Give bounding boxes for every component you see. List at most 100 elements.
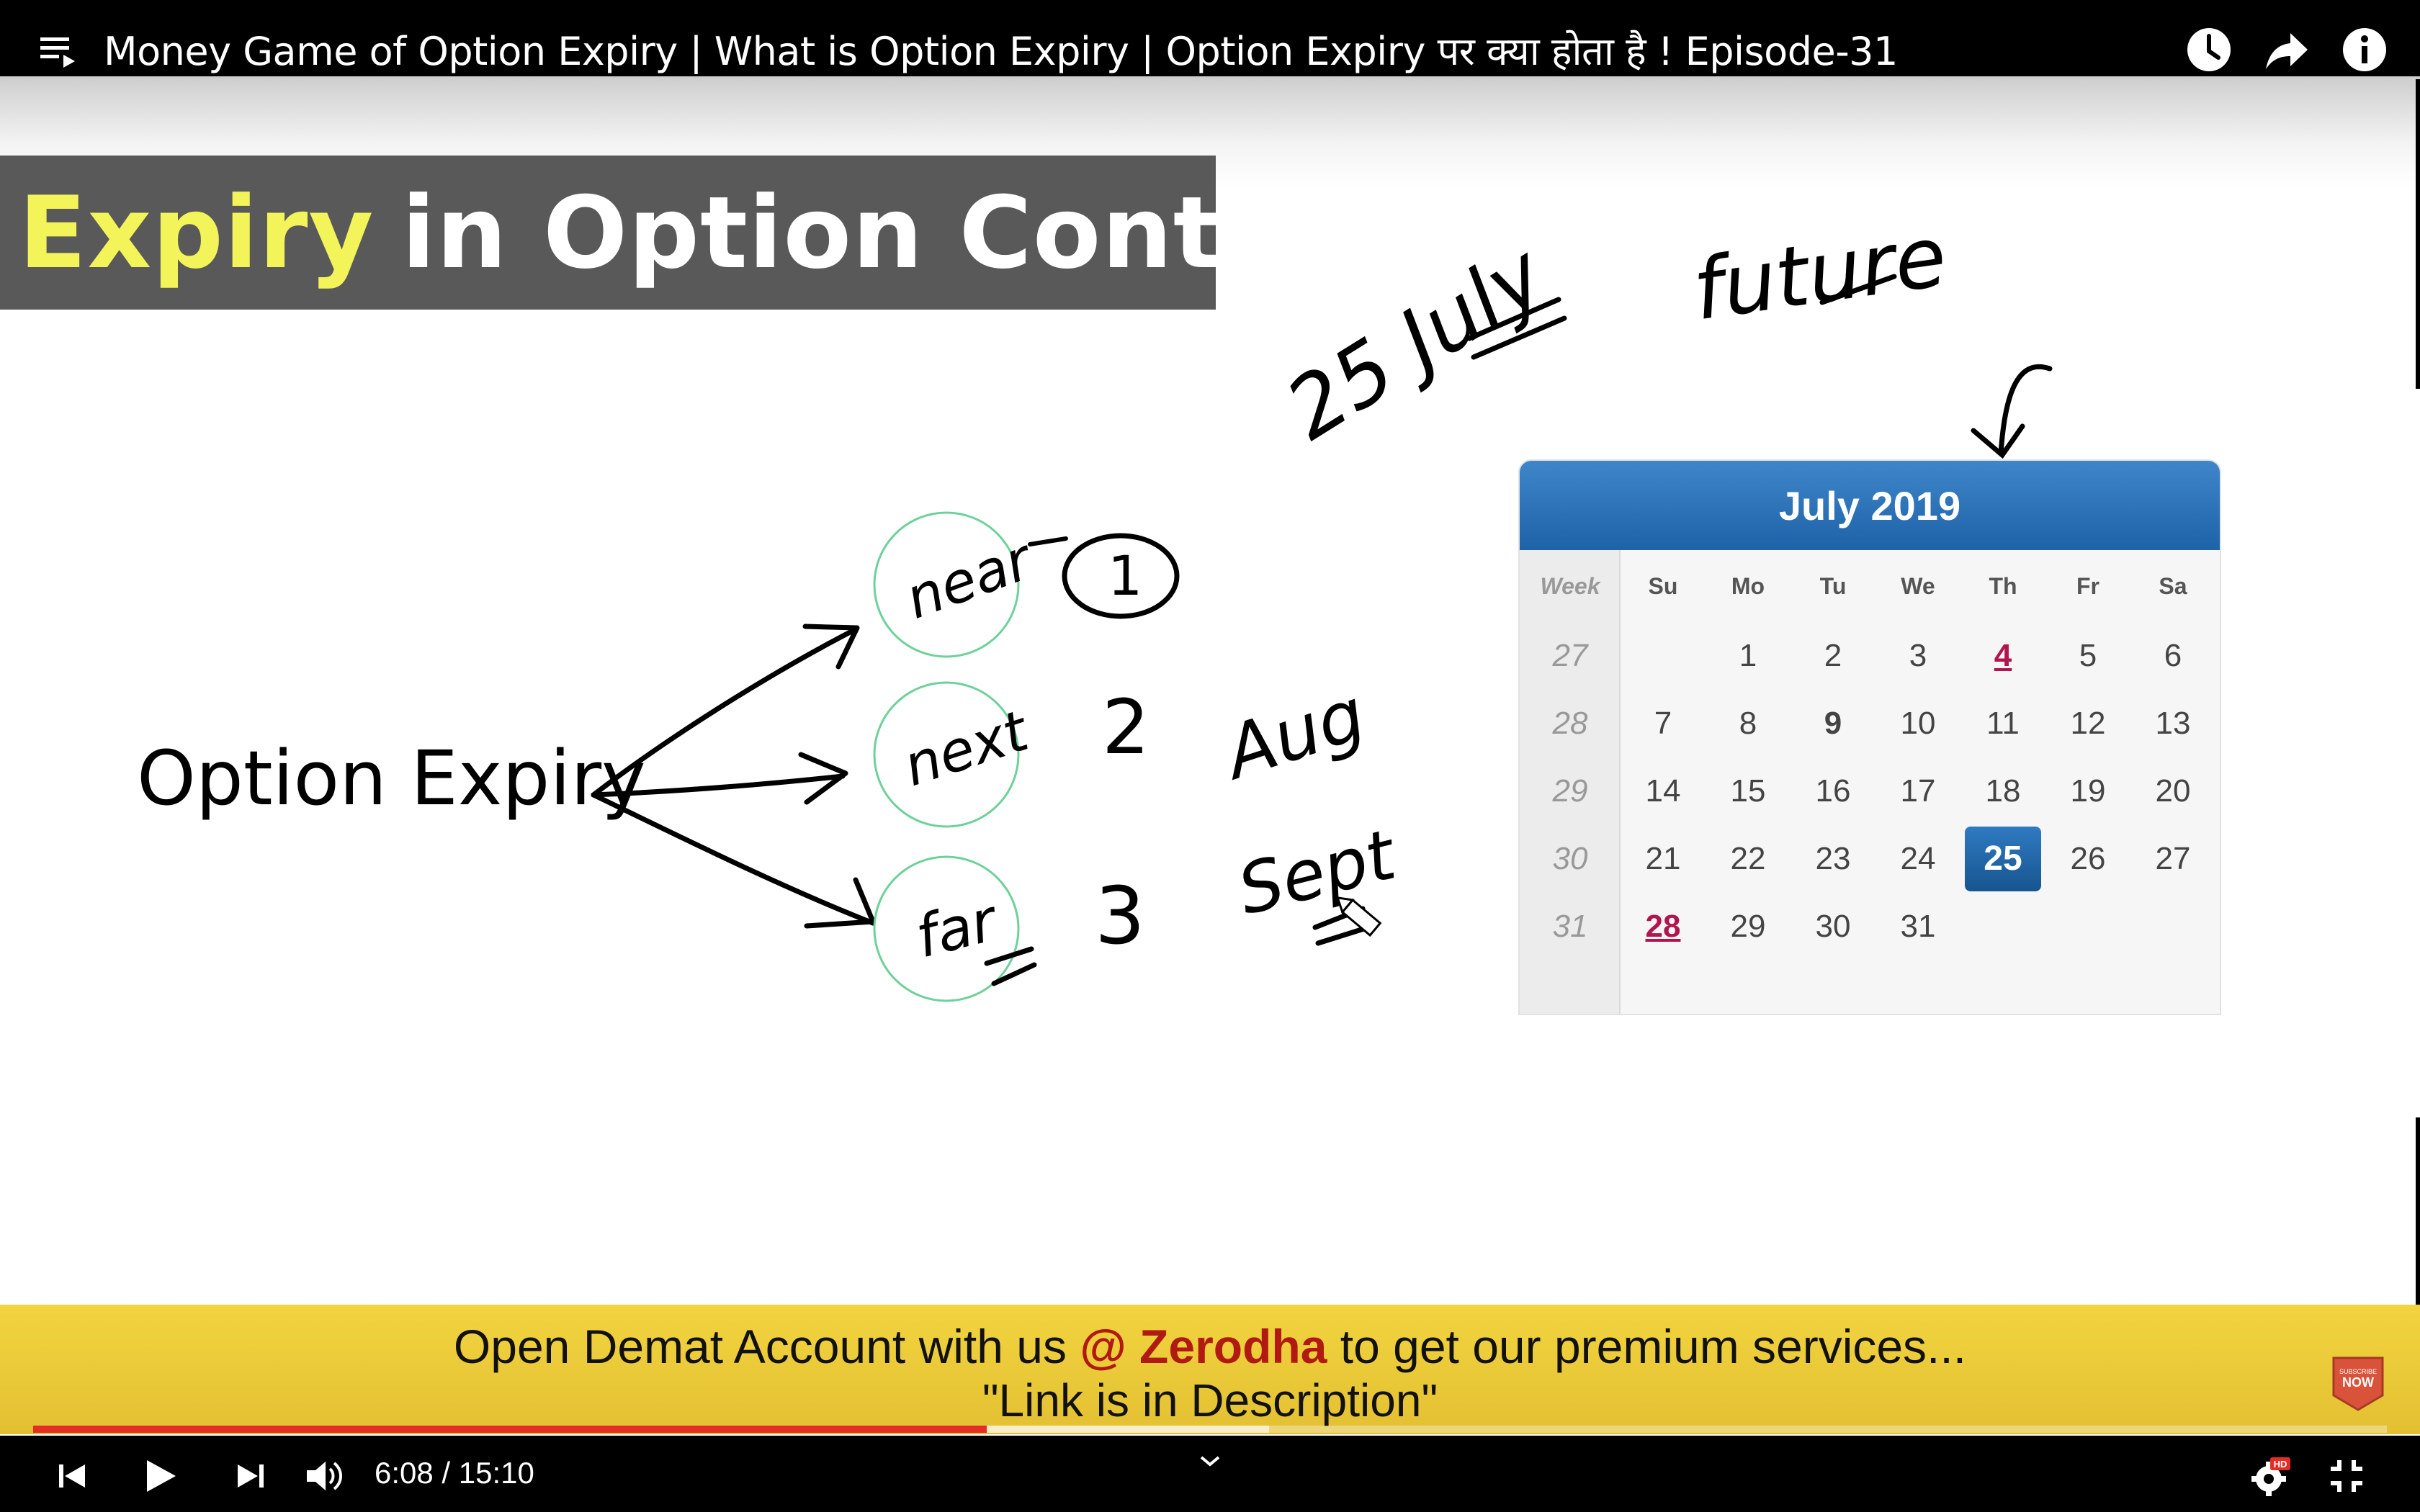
calendar-day[interactable]: 28: [1645, 909, 1681, 944]
calendar-day[interactable]: 13: [2155, 706, 2191, 741]
calendar-day[interactable]: 30: [1815, 909, 1851, 944]
calendar-day[interactable]: 7: [1654, 706, 1672, 741]
calendar-week-row: 27 1 2 3 4 5 6: [1520, 622, 2220, 690]
week-number: 29: [1552, 773, 1588, 809]
handwriting-date-note: 25 July: [1270, 226, 1562, 459]
calendar-day[interactable]: 8: [1739, 706, 1757, 741]
calendar-week-row: 29 14 15 16 17 18 19 20: [1520, 757, 2220, 825]
week-number: 31: [1552, 909, 1588, 944]
calendar-day[interactable]: 4: [1994, 638, 2012, 673]
chevron-down-icon[interactable]: [1196, 1452, 1224, 1470]
calendar-day[interactable]: 12: [2070, 706, 2106, 741]
time-display: 6:08 / 15:10: [375, 1456, 534, 1490]
play-icon[interactable]: [138, 1454, 182, 1498]
ad-suffix: to get our premium services...: [1327, 1320, 1967, 1373]
ad-line-1: Open Demat Account with us @ Zerodha to …: [0, 1319, 2420, 1374]
week-number: 30: [1552, 841, 1588, 876]
calendar-week-column: [1520, 550, 1621, 1014]
calendar-day[interactable]: 18: [1985, 773, 2021, 809]
calendar-day[interactable]: 31: [1900, 909, 1936, 944]
calendar-day[interactable]: 14: [1645, 773, 1681, 809]
calendar-week-row: 31 28 29 30 31: [1520, 893, 2220, 960]
frame-edge: [2416, 79, 2420, 389]
calendar-day[interactable]: 17: [1900, 773, 1936, 809]
calendar-header-row: Week Su Mo Tu We Th Fr Sa: [1520, 550, 2220, 622]
handwriting-aug: Aug: [1211, 672, 1375, 796]
volume-icon[interactable]: [302, 1454, 346, 1498]
calendar-day[interactable]: 10: [1900, 706, 1936, 741]
arrow-to-far: [591, 792, 876, 926]
day-header: Tu: [1819, 572, 1847, 599]
previous-icon[interactable]: [52, 1454, 95, 1498]
calendar-day[interactable]: 23: [1815, 841, 1851, 876]
playlist-icon[interactable]: [39, 35, 76, 69]
day-header: Fr: [2076, 572, 2099, 599]
handwriting-num-3: 3: [1095, 870, 1145, 962]
slide-heading-highlight: Expiry: [19, 174, 375, 291]
handwriting-next: next: [896, 698, 1037, 799]
calendar-day[interactable]: 16: [1815, 773, 1851, 809]
day-header: Th: [1989, 572, 2017, 599]
option-expiry-label: Option Expiry: [137, 734, 646, 822]
calendar-day[interactable]: 26: [2070, 841, 2106, 876]
day-header: Sa: [2159, 572, 2187, 599]
ad-prefix: Open Demat Account with us: [453, 1320, 1080, 1373]
player-controls: [0, 1436, 2420, 1512]
ad-banner[interactable]: Open Demat Account with us @ Zerodha to …: [0, 1305, 2420, 1434]
calendar-day[interactable]: 24: [1900, 841, 1936, 876]
handwriting-future: future: [1688, 208, 1953, 340]
subscribe-badge-line2: NOW: [2342, 1375, 2374, 1390]
day-header: Mo: [1731, 572, 1765, 599]
day-header: We: [1901, 572, 1935, 599]
calendar-day[interactable]: 20: [2155, 773, 2191, 809]
progress-played[interactable]: [33, 1426, 987, 1433]
near-circle: [873, 511, 1020, 658]
calendar-month-title: July 2019: [1520, 461, 2220, 550]
calendar-day[interactable]: 6: [2164, 638, 2182, 673]
arrow-to-near: [591, 626, 859, 798]
calendar-day[interactable]: 2: [1824, 638, 1842, 673]
week-number: 27: [1552, 638, 1588, 673]
frame-edge: [2416, 1117, 2420, 1305]
pencil-icon: [1335, 896, 1382, 937]
settings-icon[interactable]: HD: [2249, 1454, 2292, 1498]
calendar-day[interactable]: 27: [2155, 841, 2191, 876]
calendar-day[interactable]: 29: [1730, 909, 1766, 944]
hd-badge: HD: [2274, 1459, 2287, 1470]
calendar-day[interactable]: 1: [1739, 638, 1757, 673]
info-icon[interactable]: [2341, 26, 2388, 73]
calendar-day[interactable]: 11: [1986, 706, 2020, 741]
slide-heading-text: in Option Contract: [401, 174, 1447, 291]
arrow-to-next: [591, 773, 846, 798]
calendar-day[interactable]: 21: [1645, 841, 1681, 876]
handwriting-far: far: [909, 886, 1005, 971]
calendar-day[interactable]: 9: [1824, 706, 1842, 741]
calendar-day[interactable]: 15: [1730, 773, 1766, 809]
calendar-day[interactable]: 5: [2079, 638, 2097, 673]
calendar-day-selected[interactable]: 25: [1960, 827, 2045, 891]
handwriting-near: near: [897, 526, 1043, 632]
subscribe-now-badge[interactable]: SUBSCRIBE NOW: [2331, 1354, 2385, 1411]
exit-fullscreen-icon[interactable]: [2325, 1454, 2368, 1498]
share-icon[interactable]: [2263, 26, 2311, 73]
calendar-day[interactable]: 3: [1909, 638, 1927, 673]
day-header: Su: [1648, 572, 1678, 599]
selected-day-label: 25: [1965, 827, 2041, 891]
handwriting-sept: Sept: [1230, 814, 1404, 930]
calendar-week-row: 30 21 22 23 24 25 26 27: [1520, 825, 2220, 893]
handwriting-num-2: 2: [1102, 683, 1150, 771]
far-circle: [873, 855, 1020, 1002]
video-title[interactable]: Money Game of Option Expiry | What is Op…: [104, 29, 1898, 74]
week-header: Week: [1540, 572, 1600, 599]
video-title-bar: [0, 0, 2420, 76]
calendar-day[interactable]: 22: [1730, 841, 1766, 876]
next-icon[interactable]: [228, 1454, 271, 1498]
calendar-day[interactable]: 19: [2070, 773, 2106, 809]
slide-heading: Expiry in Option Contract: [0, 156, 1446, 310]
ad-brand[interactable]: @ Zerodha: [1080, 1320, 1327, 1373]
watch-later-icon[interactable]: [2185, 26, 2233, 73]
